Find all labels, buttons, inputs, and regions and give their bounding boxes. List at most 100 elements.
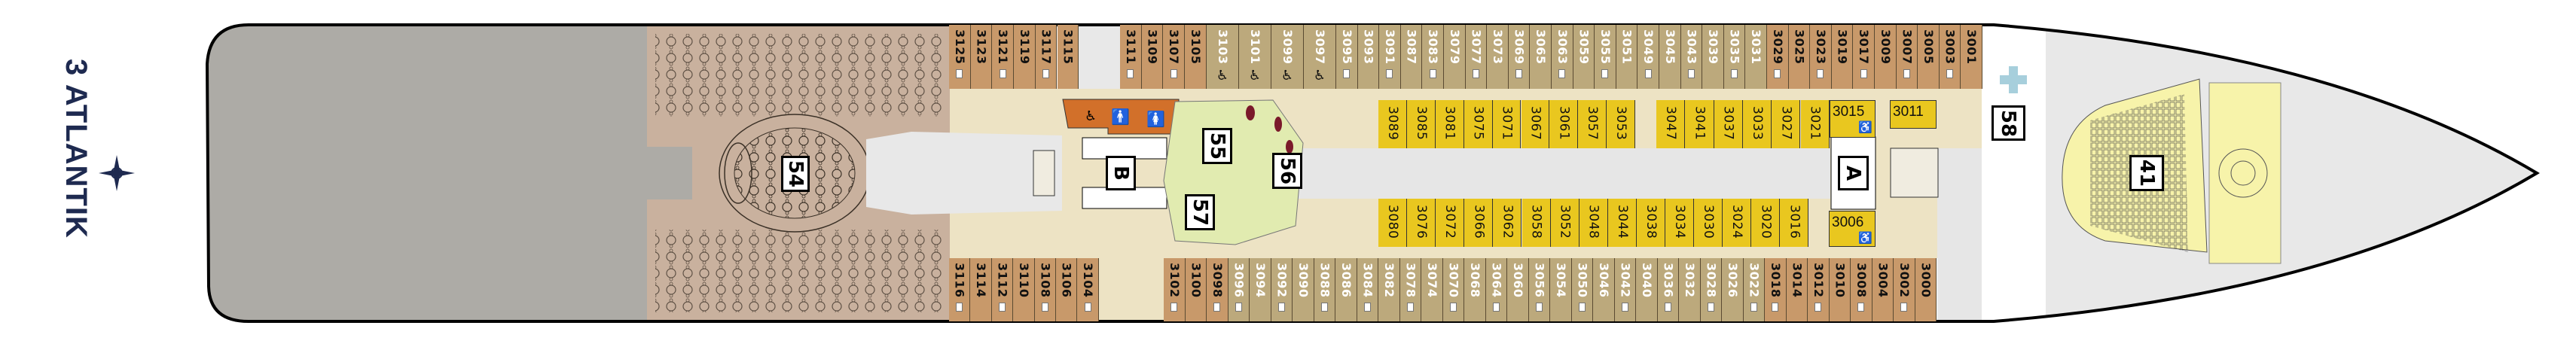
venue-label-55[interactable]: 55 (1202, 128, 1232, 164)
venue-label-57[interactable]: 57 (1185, 194, 1215, 230)
cabin-3045[interactable]: 3045 (1659, 25, 1681, 89)
cabin-3012[interactable]: 3012 (1808, 258, 1830, 321)
cabin-3026[interactable]: 3026 (1722, 258, 1744, 321)
cabin-3022[interactable]: 3022 (1743, 258, 1765, 321)
cabin-3023[interactable]: 3023 (1810, 25, 1832, 89)
cabin-3078[interactable]: 3078 (1399, 258, 1421, 321)
cabin-3064[interactable]: 3064 (1485, 258, 1507, 321)
cabin-3051[interactable]: 3051 (1616, 25, 1638, 89)
cabin-3123[interactable]: 3123 (970, 25, 993, 89)
cabin-3069[interactable]: 3069 (1508, 25, 1531, 89)
elevator-label-a[interactable]: A (1838, 156, 1869, 190)
cabin-3082[interactable]: 3082 (1378, 258, 1400, 321)
cabin-3011[interactable]: 3011 (1890, 100, 1937, 129)
cabin-3024[interactable]: 3024 (1723, 199, 1752, 247)
cabin-3021[interactable]: 3021 (1800, 100, 1830, 148)
cabin-3060[interactable]: 3060 (1507, 258, 1529, 321)
cabin-3081[interactable]: 3081 (1435, 100, 1464, 148)
cabin-3002[interactable]: 3002 (1894, 258, 1915, 321)
cabin-3004[interactable]: 3004 (1872, 258, 1894, 321)
cabin-3001[interactable]: 3001 (1961, 25, 1982, 89)
cabin-3006[interactable]: 3006♿ (1829, 211, 1876, 247)
cabin-3080[interactable]: 3080 (1378, 199, 1408, 247)
cabin-3111[interactable]: 3111 (1120, 25, 1142, 89)
cabin-3000[interactable]: 3000 (1915, 258, 1937, 321)
cabin-3090[interactable]: 3090 (1293, 258, 1314, 321)
cabin-3066[interactable]: 3066 (1464, 199, 1494, 247)
cabin-3015[interactable]: 3015♿ (1830, 100, 1876, 138)
cabin-3010[interactable]: 3010 (1829, 258, 1851, 321)
cabin-3040[interactable]: 3040 (1636, 258, 1658, 321)
cabin-3103[interactable]: 3103♿ (1207, 25, 1239, 89)
cabin-3038[interactable]: 3038 (1636, 199, 1665, 247)
cabin-3007[interactable]: 3007 (1896, 25, 1918, 89)
cabin-3044[interactable]: 3044 (1607, 199, 1637, 247)
cabin-3106[interactable]: 3106 (1056, 258, 1078, 321)
cabin-3008[interactable]: 3008 (1851, 258, 1872, 321)
cabin-3067[interactable]: 3067 (1521, 100, 1550, 148)
cabin-3097[interactable]: 3097♿ (1304, 25, 1336, 89)
cabin-3028[interactable]: 3028 (1700, 258, 1722, 321)
cabin-3089[interactable]: 3089 (1378, 100, 1407, 148)
cabin-3072[interactable]: 3072 (1436, 199, 1465, 247)
venue-label-41[interactable]: 41 (2129, 155, 2164, 191)
cabin-3018[interactable]: 3018 (1765, 258, 1787, 321)
cabin-3048[interactable]: 3048 (1579, 199, 1608, 247)
cabin-3016[interactable]: 3016 (1780, 199, 1809, 247)
cabin-3109[interactable]: 3109 (1141, 25, 1164, 89)
cabin-3029[interactable]: 3029 (1767, 25, 1789, 89)
cabin-3101[interactable]: 3101♿ (1239, 25, 1271, 89)
cabin-3084[interactable]: 3084 (1357, 258, 1378, 321)
elevator-label-b[interactable]: B (1106, 156, 1136, 190)
cabin-3108[interactable]: 3108 (1034, 258, 1056, 321)
cabin-3054[interactable]: 3054 (1550, 258, 1572, 321)
cabin-3031[interactable]: 3031 (1745, 25, 1767, 89)
cabin-3125[interactable]: 3125 (949, 25, 971, 89)
cabin-3061[interactable]: 3061 (1549, 100, 1579, 148)
cabin-3059[interactable]: 3059 (1573, 25, 1595, 89)
cabin-3087[interactable]: 3087 (1400, 25, 1423, 89)
venue-label-54[interactable]: 54 (781, 156, 810, 192)
cabin-3112[interactable]: 3112 (991, 258, 1014, 321)
cabin-3119[interactable]: 3119 (1014, 25, 1036, 89)
cabin-3077[interactable]: 3077 (1465, 25, 1488, 89)
cabin-3099[interactable]: 3099♿ (1271, 25, 1304, 89)
cabin-3076[interactable]: 3076 (1407, 199, 1436, 247)
cabin-3086[interactable]: 3086 (1335, 258, 1357, 321)
cabin-3046[interactable]: 3046 (1593, 258, 1615, 321)
cabin-3095[interactable]: 3095 (1336, 25, 1358, 89)
cabin-3116[interactable]: 3116 (949, 258, 971, 321)
cabin-3053[interactable]: 3053 (1607, 100, 1636, 148)
cabin-3100[interactable]: 3100 (1185, 258, 1207, 321)
cabin-3075[interactable]: 3075 (1463, 100, 1493, 148)
cabin-3027[interactable]: 3027 (1772, 100, 1801, 148)
cabin-3085[interactable]: 3085 (1406, 100, 1436, 148)
cabin-3050[interactable]: 3050 (1571, 258, 1593, 321)
cabin-3062[interactable]: 3062 (1493, 199, 1522, 247)
cabin-3092[interactable]: 3092 (1271, 258, 1293, 321)
cabin-3094[interactable]: 3094 (1250, 258, 1271, 321)
cabin-3019[interactable]: 3019 (1831, 25, 1854, 89)
cabin-3020[interactable]: 3020 (1751, 199, 1781, 247)
cabin-3068[interactable]: 3068 (1464, 258, 1486, 321)
cabin-3005[interactable]: 3005 (1918, 25, 1940, 89)
cabin-3055[interactable]: 3055 (1595, 25, 1616, 89)
cabin-3121[interactable]: 3121 (992, 25, 1015, 89)
cabin-3117[interactable]: 3117 (1035, 25, 1058, 89)
cabin-3047[interactable]: 3047 (1656, 100, 1686, 148)
cabin-3025[interactable]: 3025 (1788, 25, 1811, 89)
venue-label-56[interactable]: 56 (1272, 153, 1302, 189)
cabin-3034[interactable]: 3034 (1665, 199, 1695, 247)
cabin-3073[interactable]: 3073 (1487, 25, 1509, 89)
cabin-3014[interactable]: 3014 (1786, 258, 1808, 321)
cabin-3074[interactable]: 3074 (1421, 258, 1443, 321)
cabin-3057[interactable]: 3057 (1578, 100, 1607, 148)
cabin-3056[interactable]: 3056 (1528, 258, 1550, 321)
cabin-3096[interactable]: 3096 (1228, 258, 1250, 321)
cabin-3107[interactable]: 3107 (1163, 25, 1186, 89)
cabin-3110[interactable]: 3110 (1013, 258, 1035, 321)
cabin-3070[interactable]: 3070 (1442, 258, 1464, 321)
cabin-3098[interactable]: 3098 (1207, 258, 1228, 321)
cabin-3105[interactable]: 3105 (1185, 25, 1207, 89)
cabin-3030[interactable]: 3030 (1694, 199, 1723, 247)
